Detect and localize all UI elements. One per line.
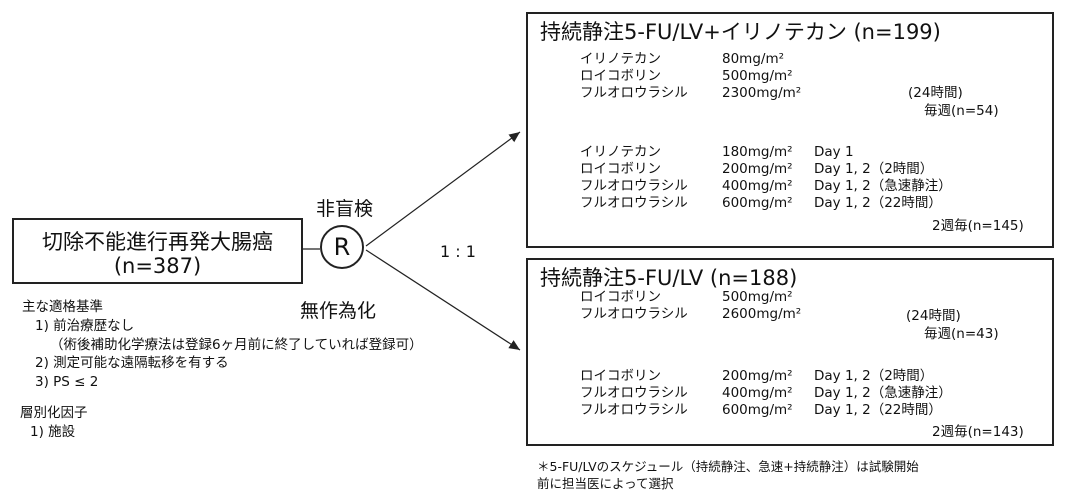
- drug-name: ロイコボリン: [580, 68, 661, 84]
- footnote: ＊5-FU/LVのスケジュール（持続静注、急速+持続静注）は試験開始 前に担当医…: [537, 458, 919, 492]
- open-label-label: 非盲検: [316, 198, 374, 220]
- footnote-line: 前に担当医によって選択: [537, 476, 674, 491]
- criteria-item: 2) 測定可能な遠隔転移を有する: [35, 355, 229, 371]
- drug-day: Day 1, 2（22時間）: [814, 195, 942, 211]
- drug-dose: 2600mg/m²: [722, 306, 802, 322]
- drug-dose: 400mg/m²: [722, 178, 793, 194]
- drug-name: ロイコボリン: [580, 368, 661, 384]
- drug-name: フルオロウラシル: [580, 195, 688, 211]
- drug-day: Day 1, 2（急速静注）: [814, 385, 952, 401]
- drug-dose: 80mg/m²: [722, 51, 785, 67]
- drug-duration: (24時間): [906, 308, 961, 324]
- drug-day: Day 1, 2（2時間）: [814, 161, 934, 177]
- drug-dose: 500mg/m²: [722, 68, 793, 84]
- population-title: 切除不能進行再発大腸癌: [42, 230, 273, 254]
- drug-name: フルオロウラシル: [580, 402, 688, 418]
- arrow-to-arm2: [365, 249, 521, 351]
- arm1-title: 持続静注5-FU/LV+イリノテカン (n=199): [540, 20, 941, 44]
- drug-dose: 200mg/m²: [722, 161, 793, 177]
- arm2-title: 持続静注5-FU/LV (n=188): [540, 266, 798, 290]
- footnote-line: ＊5-FU/LVのスケジュール（持続静注、急速+持続静注）は試験開始: [537, 459, 919, 474]
- drug-dose: 200mg/m²: [722, 368, 793, 384]
- drug-name: ロイコボリン: [580, 289, 661, 305]
- drug-name: フルオロウラシル: [580, 85, 688, 101]
- drug-day: Day 1, 2（2時間）: [814, 368, 934, 384]
- population-box: 切除不能進行再発大腸癌 (n=387): [12, 218, 303, 284]
- arm2-box: 持続静注5-FU/LV (n=188) ロイコボリン 500mg/m² フルオロ…: [526, 258, 1054, 446]
- randomization-circle: R: [320, 225, 364, 269]
- drug-dose: 600mg/m²: [722, 402, 793, 418]
- schedule-biweekly: 2週毎(n=143): [932, 424, 1024, 440]
- drug-name: フルオロウラシル: [580, 306, 688, 322]
- criteria-item: 3) PS ≤ 2: [35, 374, 99, 390]
- drug-day: Day 1, 2（22時間）: [814, 402, 942, 418]
- drug-name: フルオロウラシル: [580, 385, 688, 401]
- drug-dose: 500mg/m²: [722, 289, 793, 305]
- drug-dose: 400mg/m²: [722, 385, 793, 401]
- drug-day: Day 1, 2（急速静注）: [814, 178, 952, 194]
- randomization-label: 無作為化: [300, 300, 377, 322]
- criteria-item: 1) 前治療歴なし: [35, 318, 135, 334]
- criteria-heading: 主な適格基準: [22, 299, 103, 315]
- drug-dose: 2300mg/m²: [722, 85, 802, 101]
- stratification-item: 1) 施設: [30, 424, 76, 440]
- drug-name: イリノテカン: [580, 51, 661, 67]
- allocation-ratio: 1 : 1: [440, 242, 476, 261]
- drug-duration: (24時間): [908, 85, 963, 101]
- drug-day: Day 1: [814, 144, 854, 160]
- arrow-to-arm1: [365, 131, 521, 247]
- drug-name: ロイコボリン: [580, 161, 661, 177]
- drug-dose: 600mg/m²: [722, 195, 793, 211]
- population-n: (n=387): [113, 254, 202, 278]
- drug-dose: 180mg/m²: [722, 144, 793, 160]
- schedule-biweekly: 2週毎(n=145): [932, 218, 1024, 234]
- schedule-weekly: 毎週(n=43): [924, 326, 999, 342]
- criteria-item: （術後補助化学療法は登録6ヶ月前に終了していれば登録可）: [50, 337, 423, 353]
- arm1-box: 持続静注5-FU/LV+イリノテカン (n=199) イリノテカン 80mg/m…: [526, 12, 1054, 248]
- stratification-heading: 層別化因子: [20, 405, 88, 421]
- drug-name: フルオロウラシル: [580, 178, 688, 194]
- schedule-weekly: 毎週(n=54): [924, 103, 999, 119]
- drug-name: イリノテカン: [580, 144, 661, 160]
